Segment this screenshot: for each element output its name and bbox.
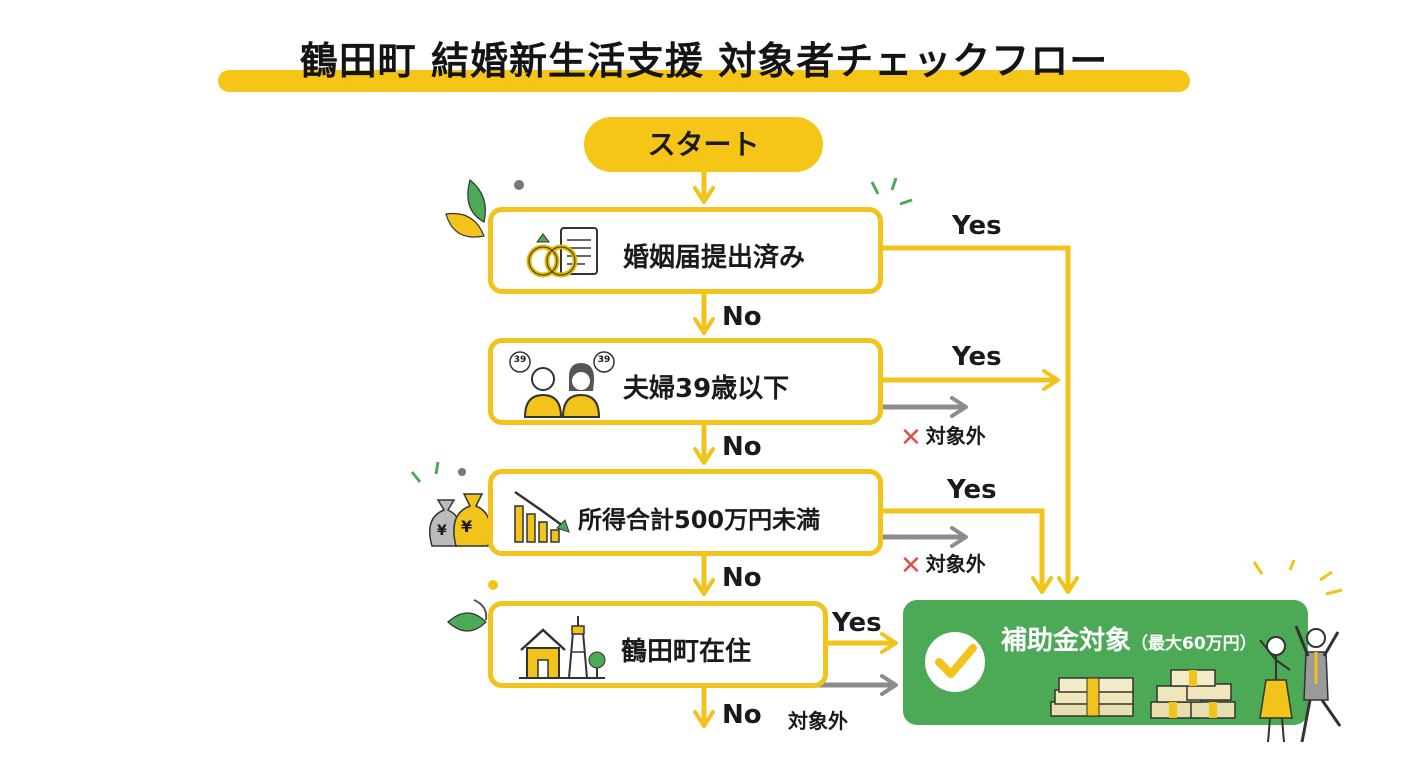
dot-decoration-icon <box>488 580 498 590</box>
money-bags-icon <box>429 493 491 547</box>
step-label: 鶴田町在住 <box>621 637 752 667</box>
dot-decoration-icon <box>514 180 524 190</box>
money-bag-yen-mark-gray: ¥ <box>437 523 447 539</box>
no-label-step3: No <box>722 563 762 593</box>
sparkle-decoration-icon <box>870 178 913 206</box>
leaf-decoration-icon <box>445 178 486 238</box>
step-box-marriage-registered: 婚姻届提出済み <box>488 207 883 294</box>
step-label: 夫婦39歳以下 <box>623 374 790 404</box>
cash-stack-icon <box>1050 677 1134 717</box>
result-box-eligible: 補助金対象（最大60万円） <box>903 600 1308 725</box>
yes-label-step1: Yes <box>952 211 1002 241</box>
excluded-label-step4: 対象外 <box>788 709 848 733</box>
page-title: 鶴田町 結婚新生活支援 対象者チェックフロー <box>299 39 1109 83</box>
title-container: 鶴田町 結婚新生活支援 対象者チェックフロー <box>0 30 1408 85</box>
celebrating-couple-icon <box>1252 560 1343 743</box>
cash-pile-icon <box>1150 669 1236 719</box>
step-label: 所得合計500万円未満 <box>578 506 821 534</box>
age-badge-left: 39 <box>513 355 527 365</box>
excluded-x-icon: ✕ <box>900 423 922 453</box>
step-box-tsuruta-resident: 鶴田町在住 <box>488 601 828 688</box>
sparkle-decoration-icon <box>410 461 466 483</box>
step-box-income-under-5m: 所得合計500万円未満 <box>488 469 883 556</box>
wedding-rings-document-icon <box>526 227 598 278</box>
step-box-age-39-or-under: 39 39 夫婦39歳以下 <box>488 338 883 425</box>
excluded-x-icon: ✕ <box>900 551 922 581</box>
yes-label-step2: Yes <box>952 342 1002 372</box>
no-label-step2: No <box>722 432 762 462</box>
leaf-decoration-icon <box>447 599 488 632</box>
couple-age-39-icon <box>509 351 615 418</box>
money-bag-yen-mark-gold: ¥ <box>461 517 473 536</box>
start-node: スタート <box>584 117 823 172</box>
yes-path-step3 <box>883 508 1053 594</box>
step-label: 婚姻届提出済み <box>623 243 806 273</box>
house-and-tower-icon <box>519 616 606 679</box>
excluded-label-step2: ✕対象外 <box>900 423 986 453</box>
title-underline <box>218 70 1190 92</box>
age-badge-right: 39 <box>597 355 611 365</box>
result-title: 補助金対象（最大60万円） <box>1001 626 1257 656</box>
declining-bar-chart-icon <box>514 490 570 543</box>
no-label-step1: No <box>722 302 762 332</box>
yes-path-step1 <box>883 245 1079 594</box>
yes-label-step4: Yes <box>832 608 882 638</box>
result-subtitle: （最大60万円） <box>1131 634 1257 654</box>
check-circle-icon <box>925 632 985 692</box>
excluded-label-step3: ✕対象外 <box>900 551 986 581</box>
no-label-step4: No <box>722 700 762 730</box>
yes-label-step3: Yes <box>947 475 997 505</box>
